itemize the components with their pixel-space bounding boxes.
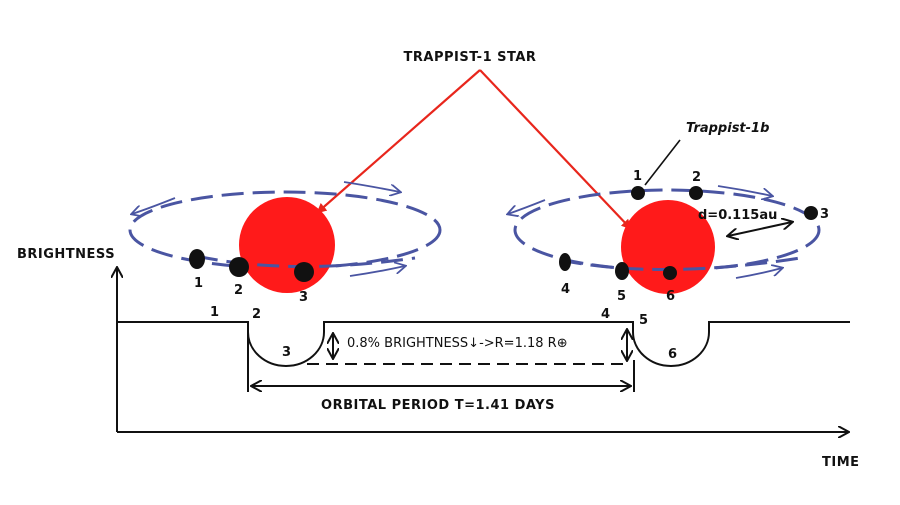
right-orbit-arrow-bottom [735,268,782,279]
right-pos-2: 2 [692,170,701,185]
right-pos-4: 4 [561,282,570,297]
right-orbit-arrow-top [508,199,546,214]
right-star-pointer [479,69,632,230]
left-star-pointer [316,69,481,214]
curve-pos-1: 1 [210,305,219,320]
curve-pos-3: 3 [282,345,291,360]
right-pos-1: 1 [633,169,642,184]
right-star [621,200,715,294]
left-star [239,197,335,293]
time-axis-label: TIME [822,455,860,470]
planet-name-leader [644,139,681,186]
left-star-system: 1 2 3 [128,181,442,305]
right-planet-2 [689,186,703,200]
light-curve [117,321,850,367]
brightness-axis-label: BRIGHTNESS [17,247,115,262]
star-title: TRAPPIST-1 STAR [404,50,537,65]
right-planet-6 [663,266,677,280]
curve-pos-2: 2 [252,307,261,322]
curve-pos-4: 4 [601,307,610,322]
right-pos-3: 3 [820,207,829,222]
right-planet-3 [804,206,818,220]
right-pos-6: 6 [666,289,675,304]
curve-pos-6: 6 [668,347,677,362]
right-planet-1 [631,186,645,200]
right-pos-5: 5 [617,289,626,304]
right-star-system: 1 2 3 4 5 6 Trappist-1b d=0.115au [508,121,829,304]
curve-pos-5: 5 [639,313,648,328]
left-planet-2 [229,257,249,277]
right-orbit-arrow-right [717,185,772,196]
distance-arrow [728,222,792,236]
right-planet-5 [615,262,629,280]
left-pos-2: 2 [234,283,243,298]
left-planet-3 [294,262,314,282]
depth-note: 0.8% BRIGHTNESS↓->R=1.18 R⊕ [347,336,568,351]
light-curve-axes: BRIGHTNESS TIME [17,247,860,470]
planet-name: Trappist-1b [686,121,769,136]
left-pos-3: 3 [299,290,308,305]
distance-label: d=0.115au [698,208,777,223]
left-orbit-arrow-right [343,181,400,192]
left-pos-1: 1 [194,276,203,291]
left-orbit-arrow-top [132,197,176,214]
right-planet-4 [559,253,571,271]
left-planet-1 [189,249,205,269]
left-orbit-arrow-bottom [349,266,405,277]
period-note: ORBITAL PERIOD T=1.41 DAYS [321,398,555,413]
